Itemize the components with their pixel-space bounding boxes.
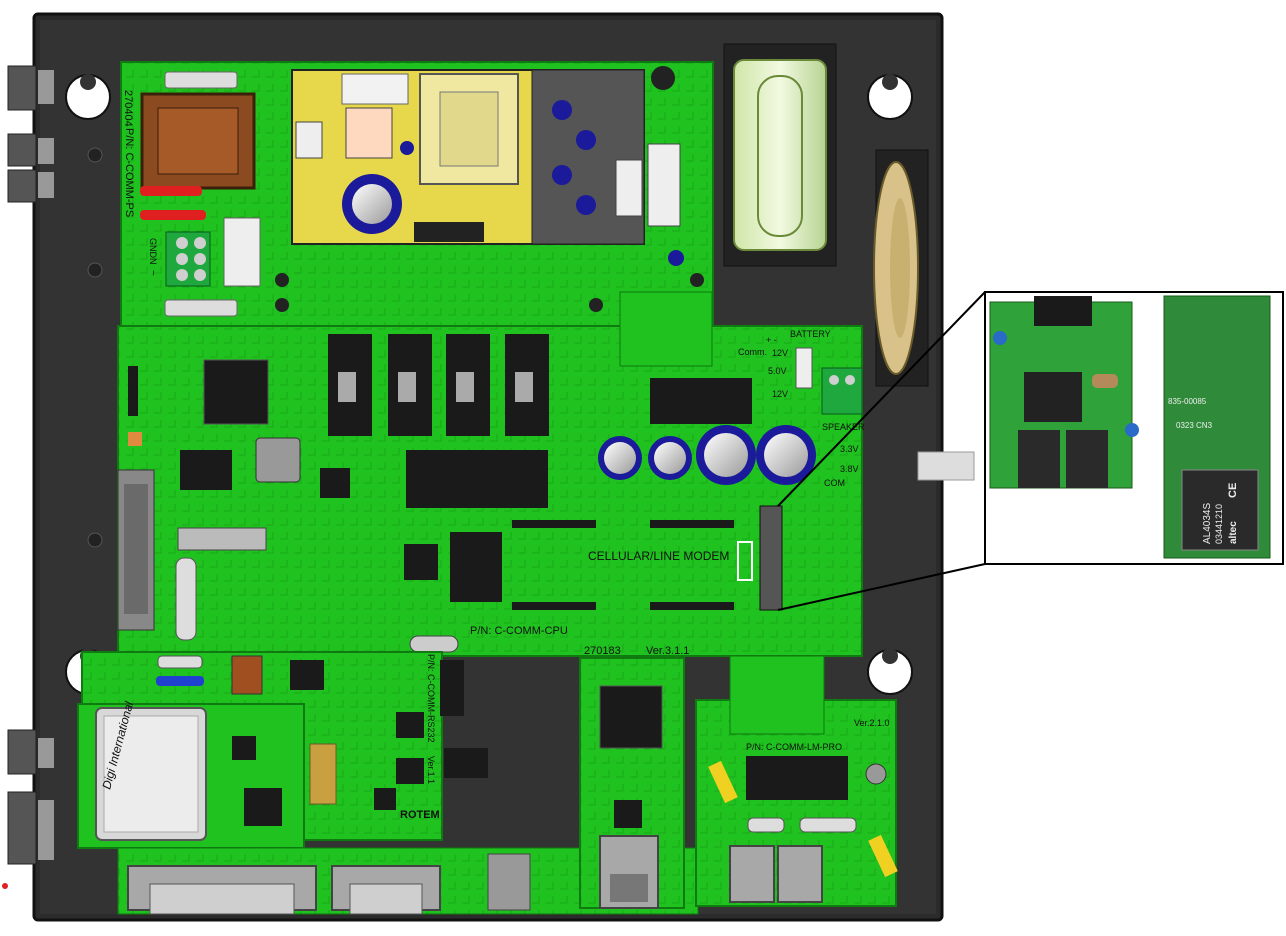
psu-code-label: 270404 xyxy=(122,90,134,127)
inset-ce-mark: CE xyxy=(1227,483,1239,498)
inset-module-code-2: 0323 CN3 xyxy=(1176,421,1213,430)
line-modem-part-number: P/N: C-COMM-LM-PRO xyxy=(746,742,842,752)
keyhole-mount-bottom-right xyxy=(867,648,913,695)
cpu-board: BATTERY + - Comm. 12V 5.0V 12V SPEAKER 3… xyxy=(117,291,865,657)
side-connector xyxy=(917,451,975,481)
power-supply-board: 270404 P/N: C-COMM-PS GND N ~ xyxy=(120,61,714,331)
cpu-com-label: COM xyxy=(824,478,845,488)
cpu-voltage-12v-a: 12V xyxy=(772,348,788,358)
ethernet-code: 270183 xyxy=(584,645,621,657)
battery-holder xyxy=(723,43,837,267)
inset-chip-brand: altec xyxy=(1228,521,1239,544)
callout-lines xyxy=(777,291,986,611)
cpu-com-voltage-3v3: 3.3V xyxy=(840,444,859,454)
cpu-battery-label: BATTERY xyxy=(790,329,831,339)
keyhole-mount-top-right xyxy=(867,74,913,120)
origin-marker xyxy=(2,883,8,889)
cpu-part-number-label: P/N: C-COMM-CPU xyxy=(470,625,568,637)
inset-chip-part: AL4034S xyxy=(1202,503,1213,544)
cpu-voltage-5v: 5.0V xyxy=(768,366,787,376)
comm-module-part-number: P/N: C-COMM-RS232 xyxy=(426,654,436,743)
cpu-speaker-label: SPEAKER xyxy=(822,422,865,432)
comm-module-brand: ROTEM xyxy=(400,809,440,821)
psu-n-label: N xyxy=(148,258,158,265)
line-modem-version: Ver.2.1.0 xyxy=(854,718,890,728)
line-modem-board: P/N: C-COMM-LM-PRO Ver.2.1.0 xyxy=(695,655,898,907)
ethernet-version: Ver.3.1.1 xyxy=(646,645,689,657)
inset-chip-lot: 03441210 xyxy=(1214,504,1224,544)
cpu-modem-label: CELLULAR/LINE MODEM xyxy=(588,549,729,563)
cpu-comm-label: Comm. xyxy=(738,347,767,357)
speaker xyxy=(873,149,929,387)
inset-module-code-1: 835-00085 xyxy=(1168,397,1207,406)
ethernet-module: 270183 Ver.3.1.1 xyxy=(579,645,689,909)
cpu-voltage-12v-b: 12V xyxy=(772,389,788,399)
keyhole-mount-top-left xyxy=(65,74,111,120)
comm-module-version: Ver.1.1 xyxy=(426,756,436,784)
comm-module-board: Digi International ROTEM P/N: C-COMM-RS2… xyxy=(77,651,488,849)
cpu-com-voltage-3v8: 3.8V xyxy=(840,464,859,474)
psu-gnd-label: GND xyxy=(148,238,158,259)
psu-ac-label: ~ xyxy=(147,270,158,276)
line-modem-module-photo xyxy=(989,296,1139,489)
cpu-battery-polarity: + - xyxy=(766,335,777,345)
modem-chip-module-photo: 835-00085 0323 CN3 AL4034S 03441210 alte… xyxy=(1163,295,1271,559)
inset-photo: 835-00085 0323 CN3 AL4034S 03441210 alte… xyxy=(984,291,1284,565)
psu-part-number-label: P/N: C-COMM-PS xyxy=(123,128,135,217)
cable-gland-left xyxy=(7,65,54,865)
